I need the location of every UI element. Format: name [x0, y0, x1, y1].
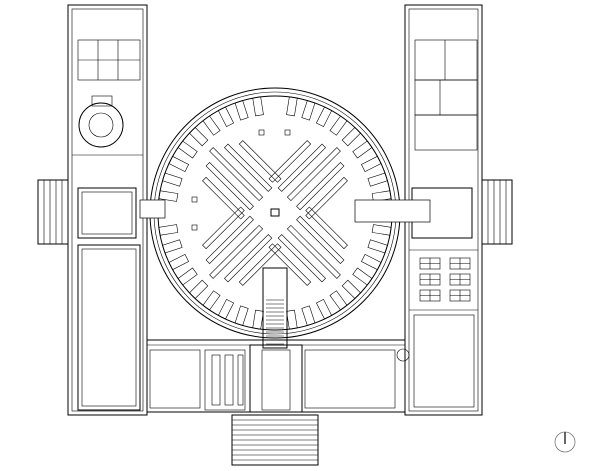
perimeter-shelf	[177, 267, 198, 286]
perimeter-shelf	[168, 253, 190, 271]
entrance-steps	[231, 414, 319, 466]
perimeter-shelf	[341, 279, 361, 299]
perimeter-shelf	[202, 115, 221, 136]
book-stack	[238, 140, 282, 183]
book-stack	[305, 176, 348, 220]
reading-tables	[419, 257, 471, 302]
book-stack	[296, 162, 345, 211]
perimeter-shelf	[189, 279, 209, 299]
book-stack	[202, 176, 245, 220]
rotunda	[139, 87, 431, 349]
perimeter-shelf	[360, 155, 382, 173]
central-stair	[262, 267, 288, 349]
book-stack	[238, 243, 282, 286]
perimeter-shelf	[352, 140, 373, 159]
book-stack	[277, 234, 326, 283]
perimeter-shelf	[177, 140, 198, 159]
perimeter-shelf	[341, 127, 361, 147]
perimeter-shelf	[315, 106, 333, 128]
compass-north-arrow	[554, 431, 576, 453]
perimeter-shelf	[367, 239, 388, 254]
perimeter-shelf	[158, 224, 179, 236]
south-block	[147, 339, 405, 413]
book-stack	[268, 140, 312, 183]
book-stack	[286, 224, 341, 279]
perimeter-shelf	[252, 96, 264, 117]
book-stack	[305, 206, 348, 250]
book-stack	[268, 243, 312, 286]
left-wing	[67, 4, 148, 416]
perimeter-shelf	[315, 298, 333, 320]
perimeter-shelf	[217, 106, 235, 128]
perimeter-shelf	[329, 115, 348, 136]
perimeter-shelf	[301, 305, 316, 326]
book-stack	[224, 234, 273, 283]
book-stack	[277, 143, 326, 192]
perimeter-shelf	[367, 172, 388, 187]
book-stack	[202, 206, 245, 250]
perimeter-shelf	[217, 298, 235, 320]
perimeter-shelf	[234, 305, 249, 326]
book-stack	[296, 215, 345, 264]
book-stack	[209, 147, 264, 202]
perimeter-shelf	[158, 190, 179, 202]
left-side-steps	[37, 179, 69, 245]
book-stack	[209, 224, 264, 279]
perimeter-shelf	[286, 309, 298, 330]
perimeter-shelf	[168, 155, 190, 173]
perimeter-shelf	[162, 172, 183, 187]
book-stack	[224, 143, 273, 192]
perimeter-shelf	[234, 100, 249, 121]
perimeter-shelf	[202, 290, 221, 311]
perimeter-shelf	[360, 253, 382, 271]
perimeter-shelf	[301, 100, 316, 121]
perimeter-shelf	[252, 309, 264, 330]
book-stack	[205, 162, 254, 211]
perimeter-shelf	[189, 127, 209, 147]
perimeter-shelf	[352, 267, 373, 286]
perimeter-shelf	[162, 239, 183, 254]
spiral-stair	[78, 95, 124, 148]
perimeter-shelf	[329, 290, 348, 311]
book-stack	[286, 147, 341, 202]
perimeter-shelf	[371, 224, 392, 236]
right-side-steps	[481, 179, 513, 245]
perimeter-shelf	[286, 96, 298, 117]
book-stack	[205, 215, 254, 264]
